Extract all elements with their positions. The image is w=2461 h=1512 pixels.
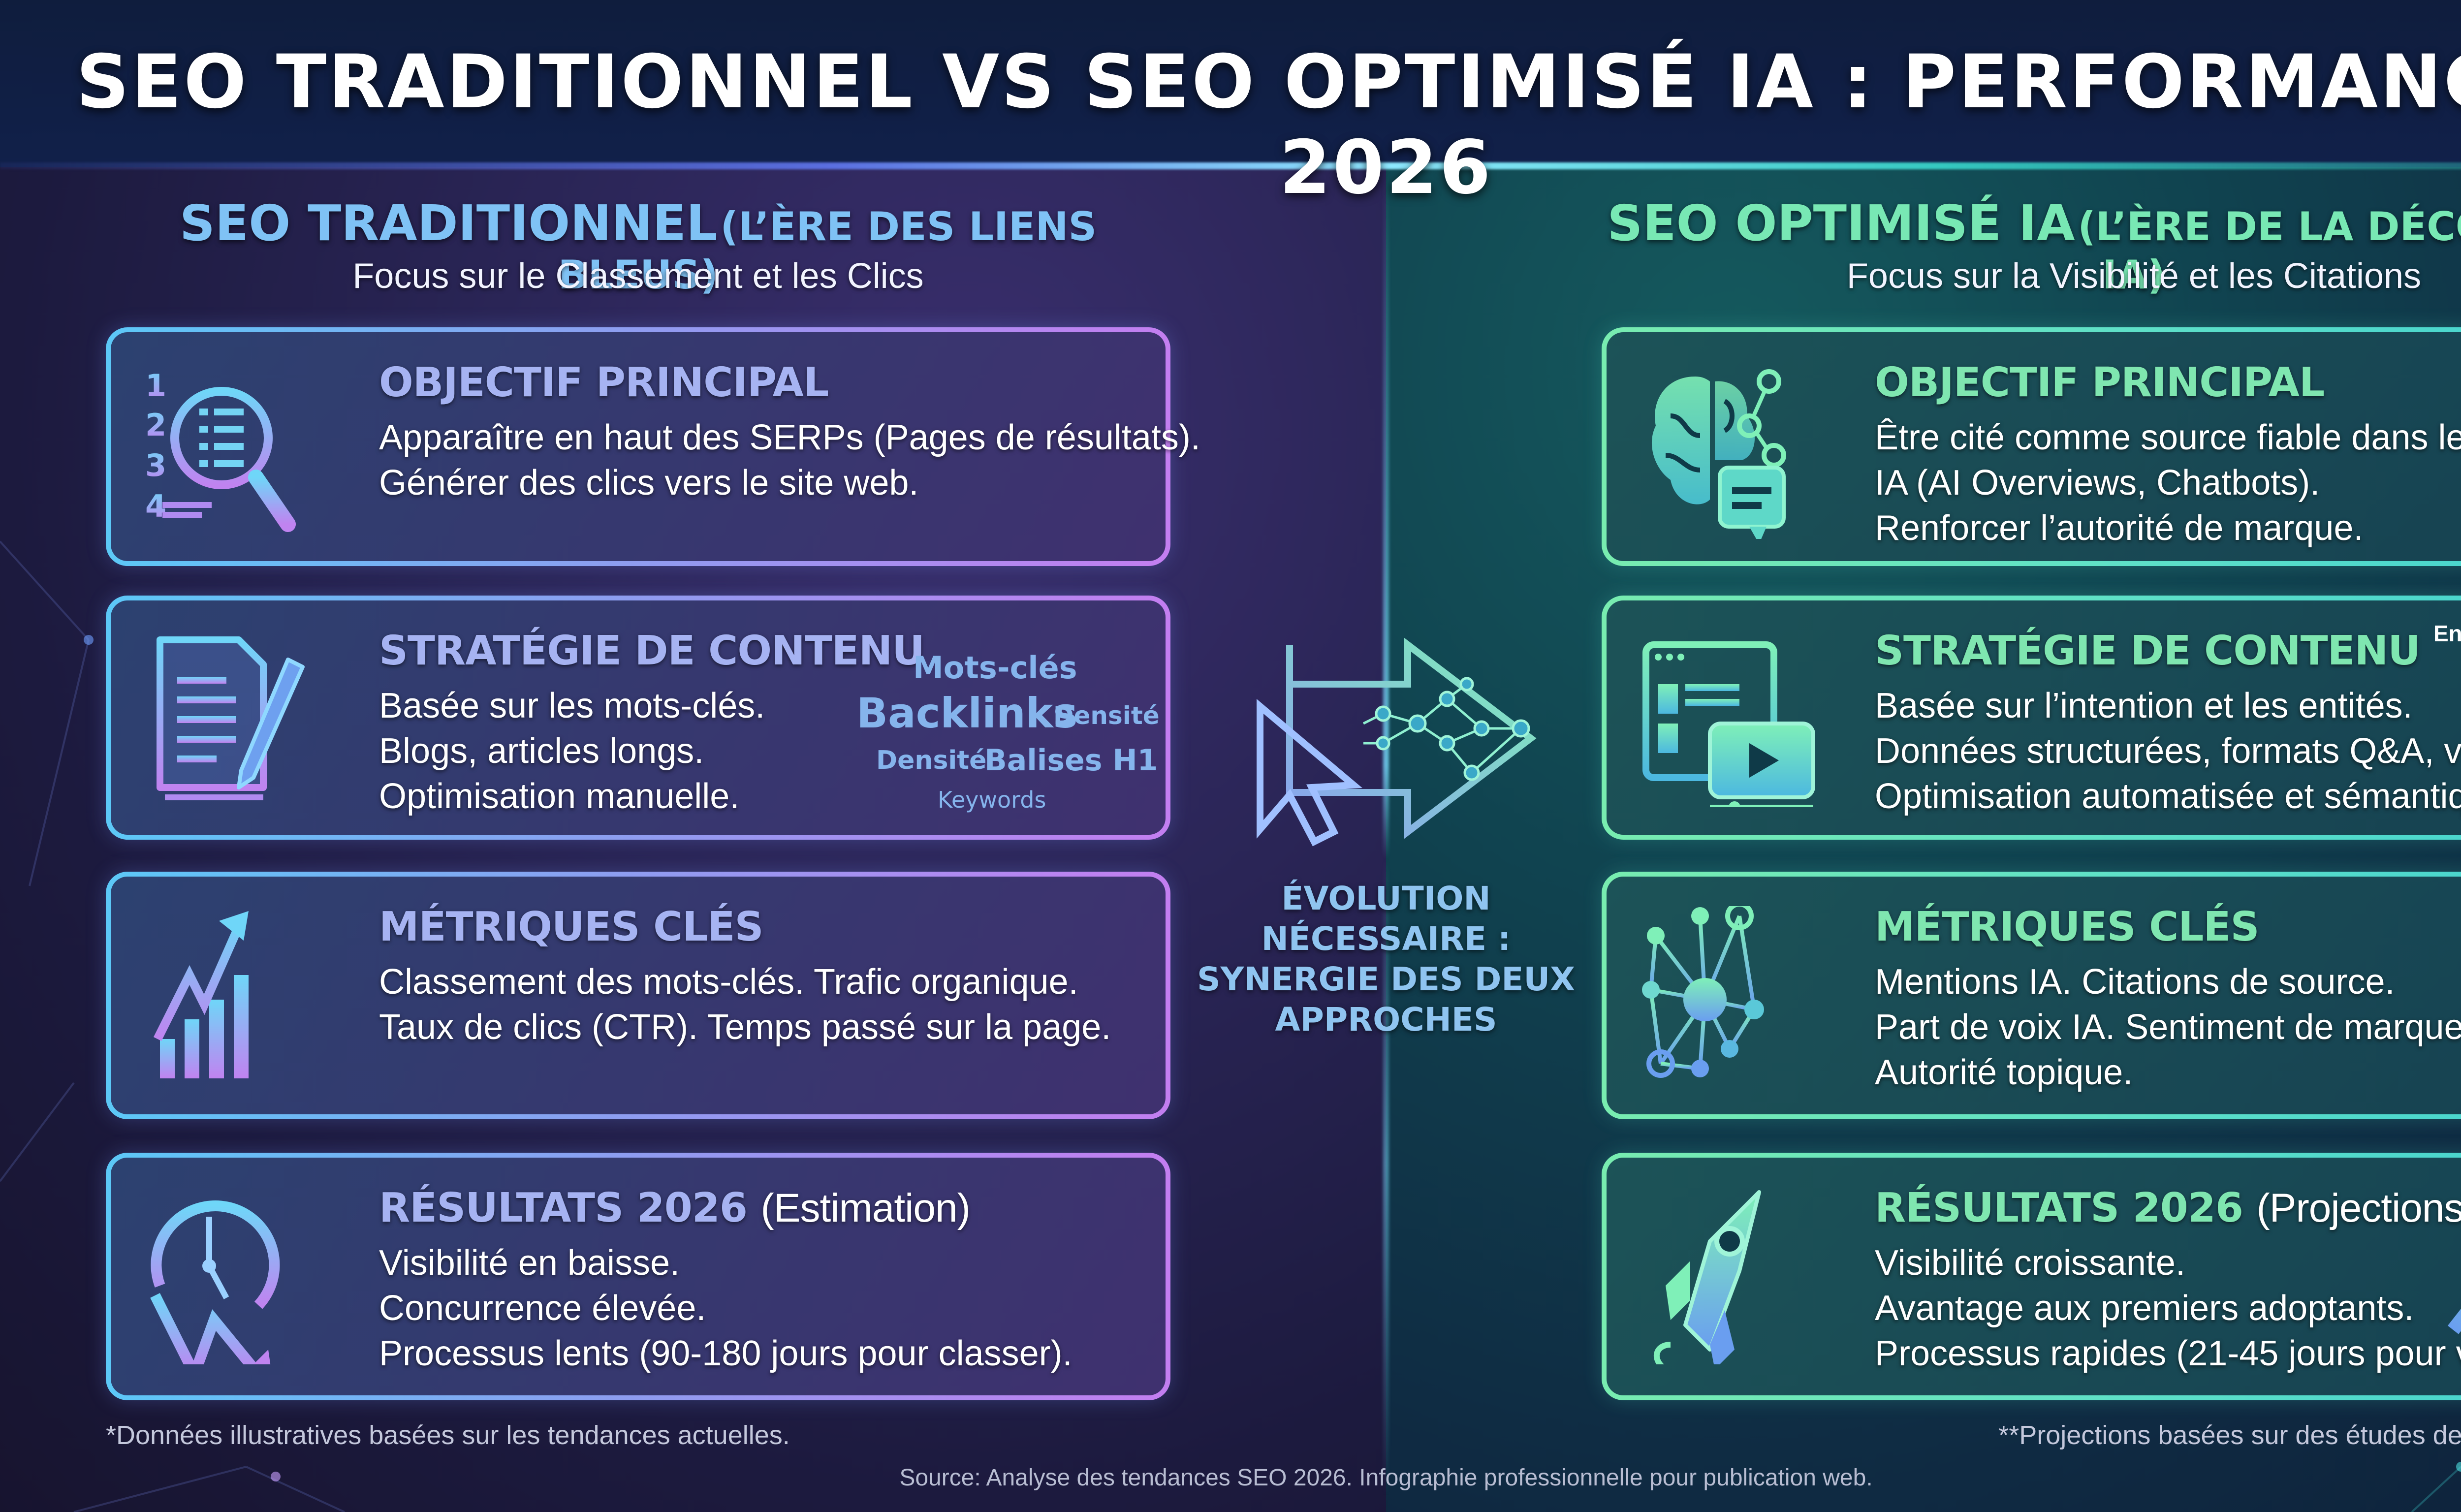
card-line: Optimisation manuelle. (379, 777, 740, 816)
card-heading: MÉTRIQUES CLÉS (379, 904, 764, 950)
caption-line: ÉVOLUTION NÉCESSAIRE : (1261, 880, 1511, 958)
card-line: Générer des clics vers le site web. (379, 463, 919, 503)
card-heading-main: RÉSULTATS 2026 (379, 1185, 748, 1231)
card-line: Classement des mots-clés. Trafic organiq… (379, 962, 1078, 1002)
right-card-results-2026: RÉSULTATS 2026 (Projections) Visibilité … (1602, 1153, 2461, 1400)
card-line: IA (AI Overviews, Chatbots). (1875, 463, 2320, 503)
card-line: Taux de clics (CTR). Temps passé sur la … (379, 1008, 1111, 1047)
right-card-key-metrics: MÉTRIQUES CLÉS Mentions IA. Citations de… (1602, 872, 2461, 1119)
card-line: Mentions IA. Citations de source. (1875, 962, 2395, 1002)
left-heading-sub: (L’ÈRE DES LIENS BLEUS) (558, 204, 1097, 298)
left-card-content-strategy: STRATÉGIE DE CONTENU Basée sur les mots-… (106, 596, 1170, 840)
right-footnote: **Projections basées sur des études de c… (1998, 1420, 2461, 1450)
evolution-caption: ÉVOLUTION NÉCESSAIRE : SYNERGIE DES DEUX… (1167, 879, 1606, 1040)
cloud-word: Mots-clés (913, 650, 1077, 686)
card-line: Données structurées, formats Q&A, vidéo. (1875, 731, 2461, 771)
left-card-results-2026: RÉSULTATS 2026 (Estimation) Visibilité e… (106, 1153, 1170, 1400)
card-line: Processus rapides (21-45 jours pour visi… (1875, 1334, 2461, 1373)
header-glow-divider (0, 162, 2461, 169)
card-line: Blogs, articles longs. (379, 731, 704, 771)
source-credit: Source: Analyse des tendances SEO 2026. … (899, 1465, 1873, 1491)
browser-video-icon (1642, 641, 1815, 807)
cloud-word: Densité (1053, 701, 1160, 730)
card-line: Basée sur les mots-clés. (379, 686, 765, 725)
left-footnote: *Données illustratives basées sur les te… (106, 1420, 790, 1450)
cloud-word: Densité (876, 746, 987, 775)
center-divider (1383, 167, 1389, 1496)
right-column-subtitle: Focus sur la Visibilité et les Citations (1846, 256, 2422, 296)
card-heading: STRATÉGIE DE CONTENU (379, 628, 925, 674)
card-line: Apparaître en haut des SERPs (Pages de r… (379, 418, 1200, 457)
card-line: Basée sur l’intention et les entités. (1875, 686, 2413, 725)
left-column-heading: SEO TRADITIONNEL (L’ÈRE DES LIENS BLEUS) (106, 194, 1170, 298)
caption-line: APPROCHES (1275, 1001, 1497, 1039)
cloud-word: Backlinks (856, 689, 1078, 737)
right-heading-main: SEO OPTIMISÉ IA (1607, 194, 2075, 252)
right-card-content-strategy: STRATÉGIE DE CONTENU Basée sur l’intenti… (1602, 596, 2461, 840)
left-heading-main: SEO TRADITIONNEL (179, 194, 718, 252)
title-band (0, 0, 2461, 167)
svg-text:3: 3 (145, 447, 166, 483)
clock-down-arrow-icon (150, 1200, 280, 1364)
card-line: Autorité topique. (1875, 1053, 2133, 1092)
card-heading-note: (Estimation) (760, 1186, 970, 1230)
cloud-word: Balises H1 (984, 743, 1158, 778)
card-heading: RÉSULTATS 2026 (Estimation) (379, 1185, 1146, 1231)
card-line: Avantage aux premiers adoptants. (1875, 1289, 2414, 1328)
card-heading: RÉSULTATS 2026 (Projections) (1875, 1185, 2461, 1231)
card-heading: MÉTRIQUES CLÉS (1875, 904, 2260, 950)
card-heading: OBJECTIF PRINCIPAL (1875, 359, 2325, 406)
card-line: Renforcer l’autorité de marque. (1875, 508, 2364, 548)
cursor-to-ai-arrow-icon (1257, 637, 1537, 847)
cloud-word: Keywords (938, 787, 1046, 813)
brain-chat-icon (1651, 369, 1786, 539)
page-title: SEO TRADITIONNEL VS SEO OPTIMISÉ IA : PE… (76, 39, 2461, 211)
left-column-subtitle: Focus sur le Classement et les Clics (352, 256, 924, 296)
document-pencil-icon (157, 636, 305, 800)
card-line: Être cité comme source fiable dans les r… (1875, 418, 2461, 457)
card-line: Processus lents (90-180 jours pour class… (379, 1334, 1073, 1373)
card-line: Optimisation automatisée et sémantique. (1875, 777, 2461, 816)
right-heading-sub: (L’ÈRE DE LA DÉCOUVERTE IA) (2078, 204, 2461, 298)
caption-line: SYNERGIE DES DEUX (1197, 960, 1575, 998)
svg-text:2: 2 (145, 407, 166, 443)
card-line: Part de voix IA. Sentiment de marque. (1875, 1008, 2461, 1047)
card-heading: STRATÉGIE DE CONTENU (1875, 628, 2421, 674)
right-card-objective: OBJECTIF PRINCIPAL Être cité comme sourc… (1602, 327, 2461, 566)
graph-label: Entités (2433, 621, 2461, 646)
trend-up-arrow-icon (2447, 1308, 2461, 1334)
card-heading-note: (Projections) (2256, 1186, 2461, 1230)
card-heading-main: RÉSULTATS 2026 (1875, 1185, 2243, 1231)
left-card-key-metrics: MÉTRIQUES CLÉS Classement des mots-clés.… (106, 872, 1170, 1119)
card-line: Visibilité en baisse. (379, 1243, 680, 1283)
rocket-icon (1653, 1190, 1761, 1364)
bar-chart-up-arrow-icon (153, 911, 249, 1078)
svg-text:1: 1 (145, 368, 166, 404)
card-line: Visibilité croissante. (1875, 1243, 2185, 1283)
card-heading: OBJECTIF PRINCIPAL (379, 359, 829, 406)
card-line: Concurrence élevée. (379, 1289, 706, 1328)
right-column-heading: SEO OPTIMISÉ IA (L’ÈRE DE LA DÉCOUVERTE … (1602, 194, 2461, 298)
network-nodes-icon (1642, 906, 1764, 1078)
